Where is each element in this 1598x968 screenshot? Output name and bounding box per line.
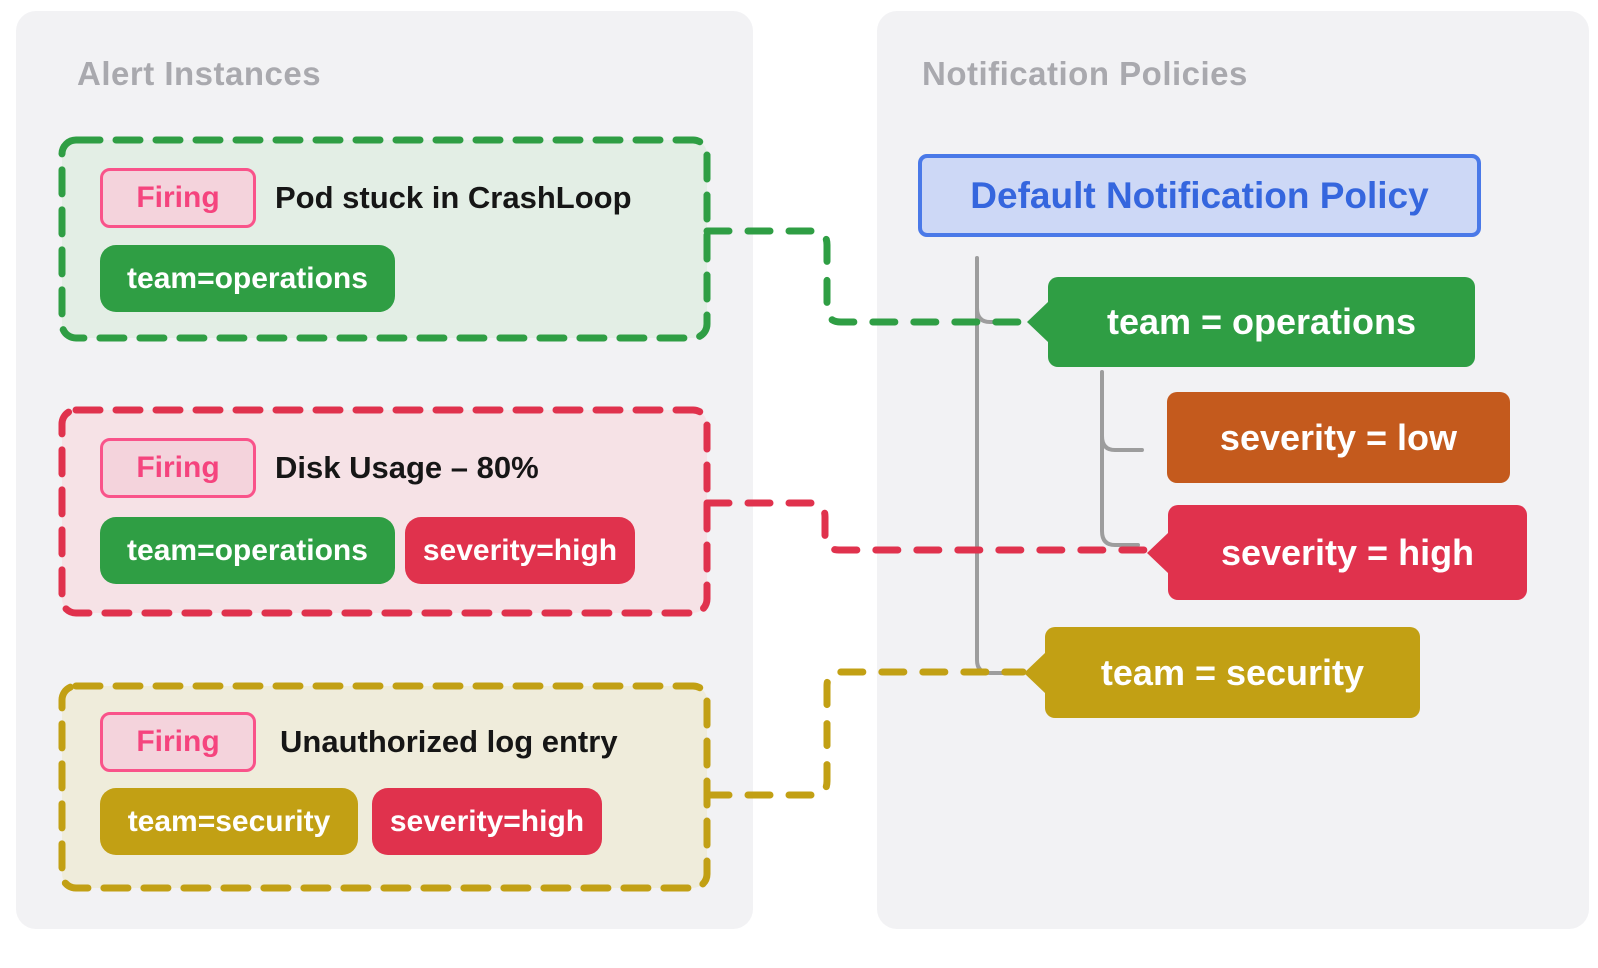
label-chip-severity-high: severity=high	[372, 788, 602, 855]
matcher-tag-severity-high: severity = high	[1168, 505, 1527, 600]
matcher-label: severity = low	[1219, 416, 1458, 458]
policy-root-node: Default Notification Policy	[918, 154, 1481, 237]
notification-policies-title: Notification Policies	[922, 55, 1248, 92]
firing-badge: Firing	[100, 168, 256, 228]
alert-card-unauthorized-log: Firing Unauthorized log entry team=secur…	[62, 686, 707, 888]
firing-badge: Firing	[100, 712, 256, 772]
matcher-tag-severity-low: severity = low	[1167, 392, 1510, 483]
alert-title: Disk Usage – 80%	[275, 450, 539, 485]
label-chip-team-security: team=security	[100, 788, 358, 855]
matcher-label: team = security	[1100, 651, 1365, 693]
label-chip-team-operations: team=operations	[100, 517, 395, 584]
matcher-tag-team-operations: team = operations	[1048, 277, 1475, 367]
matcher-tag-team-security: team = security	[1045, 627, 1420, 718]
matcher-label: team = operations	[1106, 301, 1417, 342]
alert-title: Pod stuck in CrashLoop	[275, 180, 632, 215]
alert-instances-title: Alert Instances	[77, 55, 322, 92]
alert-card-disk-usage: Firing Disk Usage – 80% team=operations …	[62, 410, 707, 613]
alert-title: Unauthorized log entry	[280, 724, 618, 759]
alert-card-crashloop: Firing Pod stuck in CrashLoop team=opera…	[62, 140, 707, 338]
firing-badge: Firing	[100, 438, 256, 498]
label-chip-severity-high: severity=high	[405, 517, 635, 584]
label-chip-team-operations: team=operations	[100, 245, 395, 312]
matcher-label: severity = high	[1220, 531, 1475, 573]
